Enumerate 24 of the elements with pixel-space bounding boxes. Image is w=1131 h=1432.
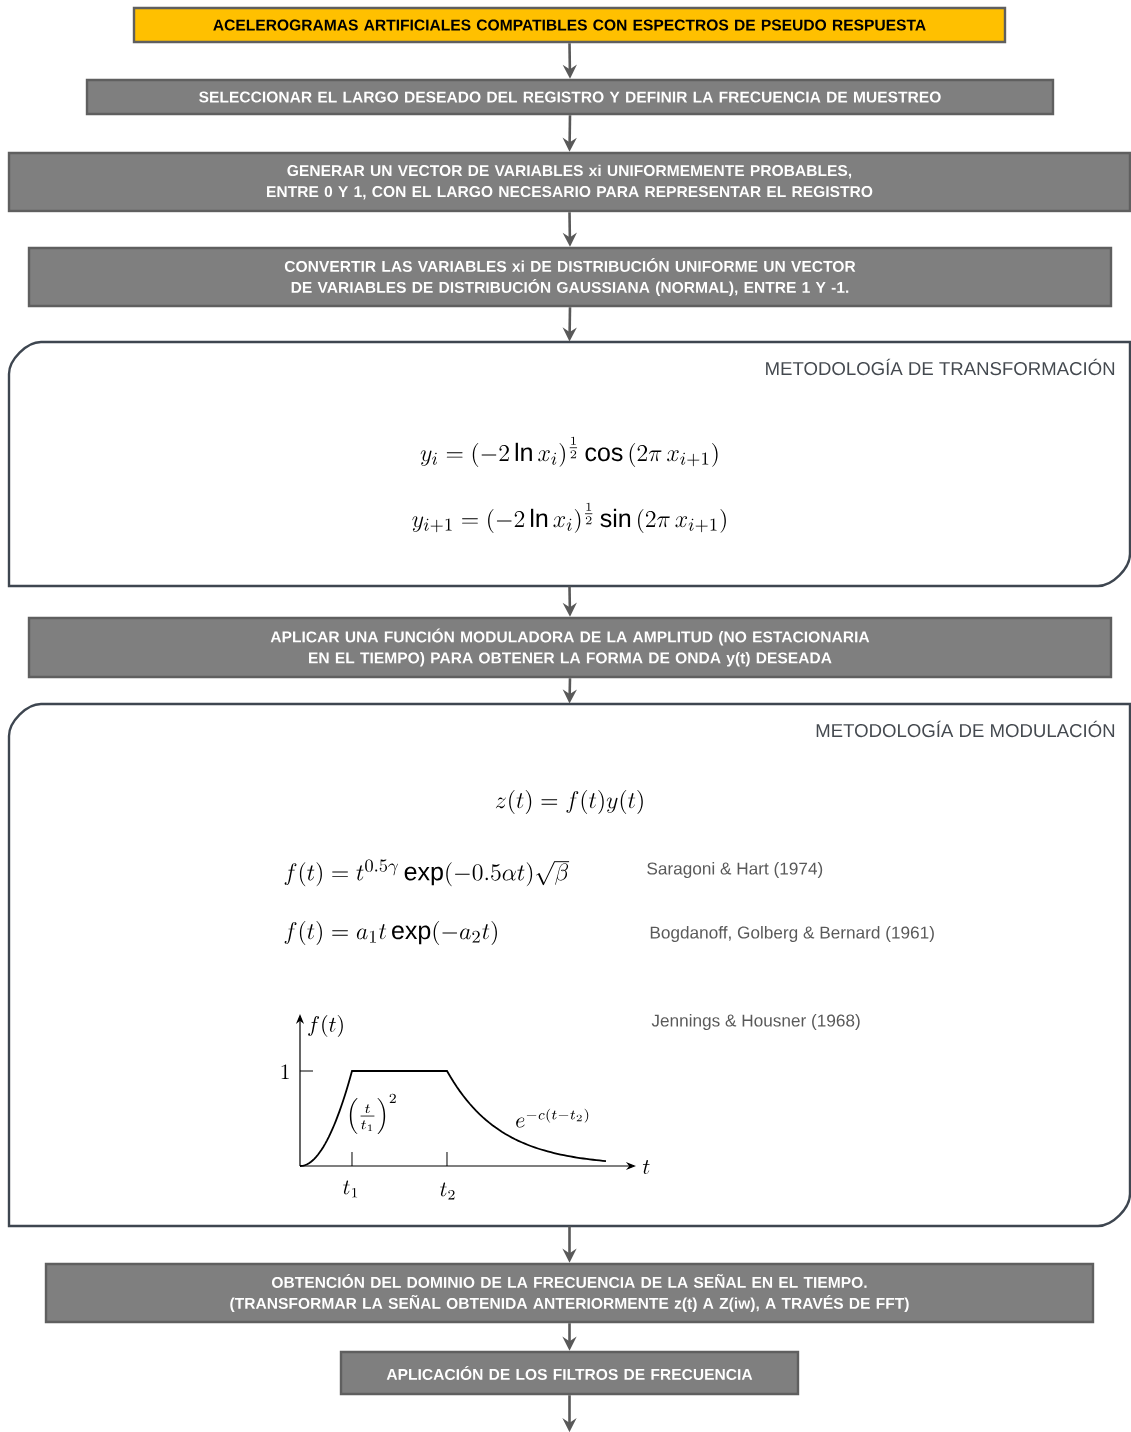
panel-heading: METODOLOGÍA DE TRANSFORMACIÓN bbox=[766, 358, 1115, 376]
process-box: APLICACIÓN DE LOS FILTROS DE FRECUENCIA bbox=[339, 1350, 800, 1396]
formula: $z(t) = f(t)y(t)$ bbox=[495, 790, 643, 815]
process-box: SELECCIONAR EL LARGO DESEADO DEL REGISTRO Y DEFINIR LA FRECUENCIA DE MUESTREO bbox=[85, 78, 1055, 116]
axis-label: $e^{-c(t-t_2)}$ bbox=[516, 1108, 589, 1128]
axis-label: $f(t)$ bbox=[308, 1015, 343, 1037]
panel-heading: METODOLOGÍA DE MODULACIÓN bbox=[816, 720, 1115, 738]
citation: Bogdanoff, Golberg & Bernard (1961) bbox=[650, 926, 934, 943]
axis-label: $t_1$ bbox=[343, 1180, 358, 1198]
axis-label: $t$ bbox=[642, 1160, 650, 1174]
citation: Saragoni & Hart (1974) bbox=[647, 862, 823, 879]
citation: Jennings & Housner (1968) bbox=[651, 1014, 860, 1031]
process-box: OBTENCIÓN DEL DOMINIO DE LA FRECUENCIA DE LA SEÑAL EN EL TIEMPO. (TRANSFORMAR LA SEÑAL OBTENIDA ANTERIORMENTE z(t) A Z(iw), A TRAVÉS DE FFT) bbox=[44, 1262, 1095, 1324]
formula: $y_{i+1} = (-2\ln x_i)^{\frac{1}{2}}\sin\left(2\pi\, x_{i+1}\right)$ bbox=[412, 502, 726, 533]
process-box: GENERAR UN VECTOR DE VARIABLES xi UNIFORMEMENTE PROBABLES, ENTRE 0 Y 1, CON EL LARGO NECESARIO PARA REPRESENTAR EL REGISTRO bbox=[7, 151, 1131, 213]
process-box: CONVERTIR LAS VARIABLES xi DE DISTRIBUCIÓN UNIFORME UN VECTOR DE VARIABLES DE DISTRIBUCIÓN GAUSSIANA (NORMAL), ENTRE 1 Y -1. bbox=[27, 246, 1113, 308]
process-box: ACELEROGRAMAS ARTIFICIALES COMPATIBLES CON ESPECTROS DE PSEUDO RESPUESTA bbox=[132, 6, 1007, 44]
formula: $f(t) = t^{0.5\gamma}\exp(-0.5\alpha t)\sqrt{\beta}$ bbox=[284, 859, 570, 887]
axis-label: $t_2$ bbox=[440, 1182, 455, 1200]
axis-label: $1$ bbox=[281, 1064, 289, 1080]
formula: $y_i = (-2\ln x_i)^{\frac{1}{2}}\cos\left(2\pi\, x_{i+1}\right)$ bbox=[420, 436, 718, 467]
process-box: APLICAR UNA FUNCIÓN MODULADORA DE LA AMPLITUD (NO ESTACIONARIA EN EL TIEMPO) PARA OBTENER LA FORMA DE ONDA y(t) DESEADA bbox=[27, 616, 1113, 679]
formula: $f(t) = a_1 t\exp(-a_2 t)$ bbox=[284, 921, 497, 946]
axis-label: $\left(\frac{t}{t_1}\right)^2$ bbox=[349, 1093, 396, 1135]
